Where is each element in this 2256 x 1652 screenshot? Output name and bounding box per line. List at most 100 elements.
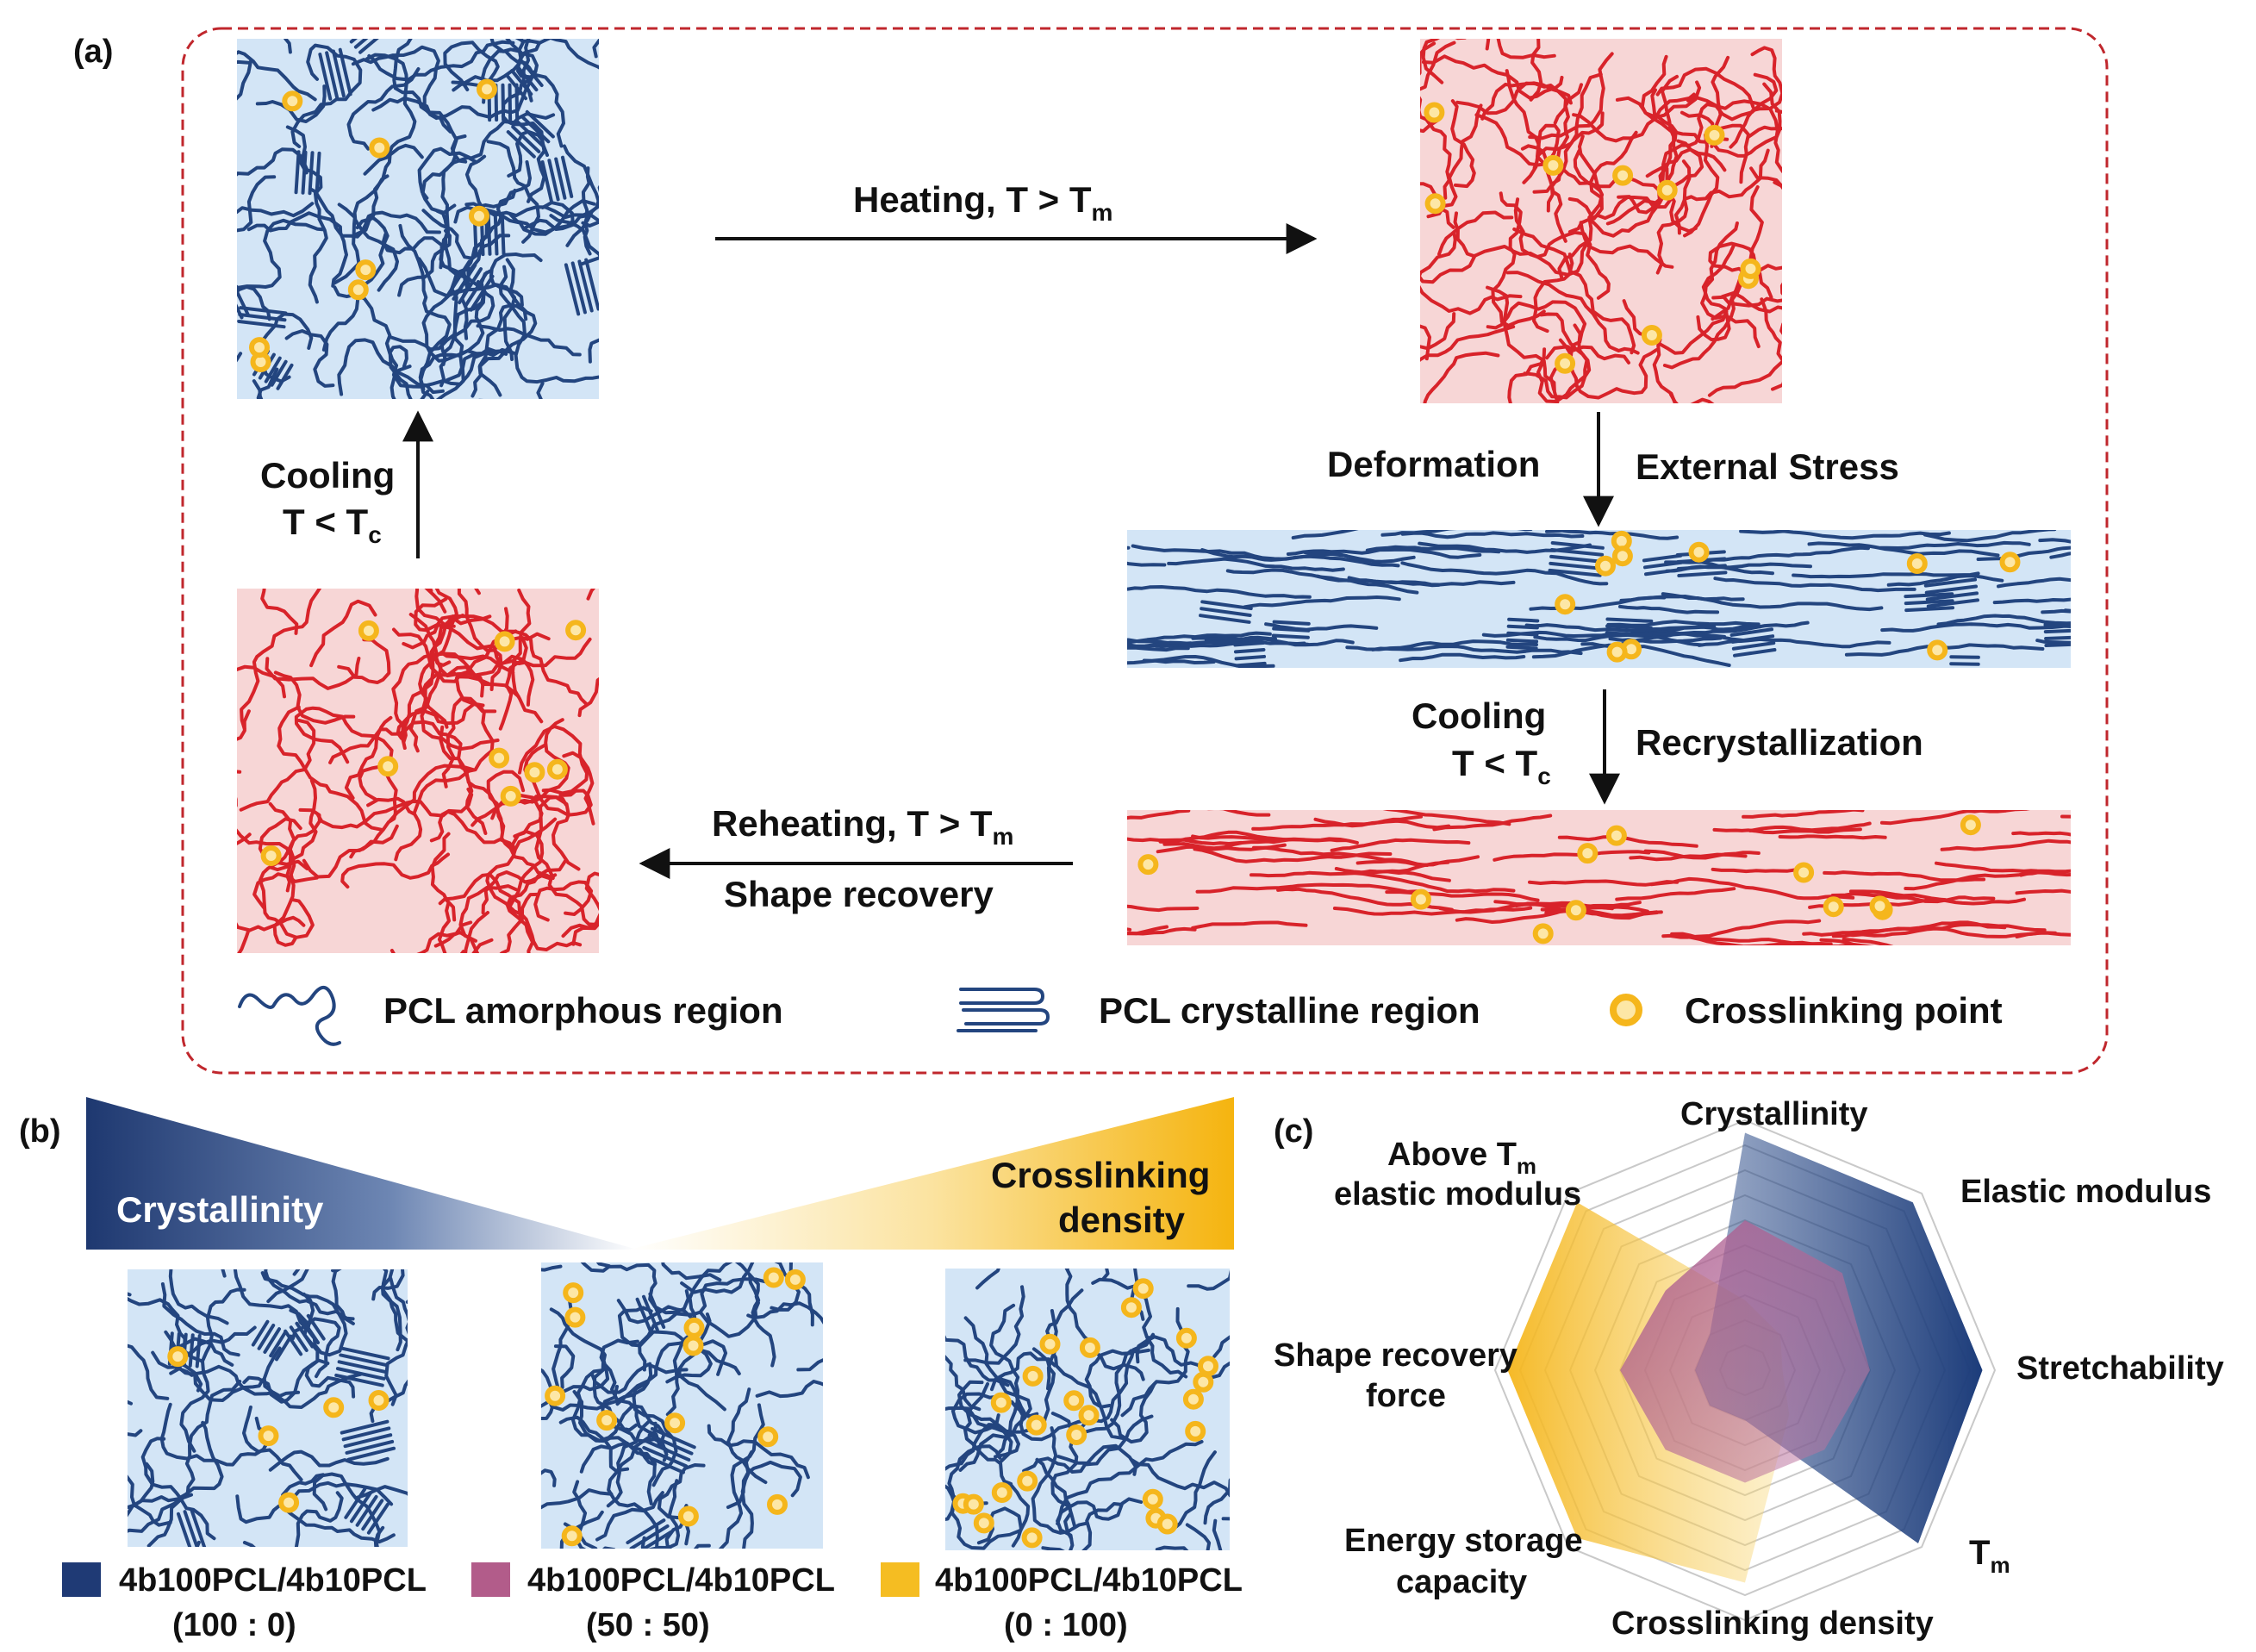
polymer-chain — [1091, 1277, 1188, 1379]
crosslink-point — [1960, 814, 1981, 836]
crosslink-point — [249, 337, 270, 358]
polymer-chain — [1696, 242, 1736, 342]
polymer-chain — [1819, 938, 1874, 945]
polymer-chain — [1697, 637, 1891, 649]
polymer-chain — [588, 338, 599, 364]
sample-50-50-ratio: (50 : 50) — [586, 1607, 710, 1643]
polymer-chain — [1507, 347, 1547, 403]
polymer-chain — [237, 796, 293, 893]
crosslink-point — [784, 1269, 806, 1290]
polymer-chain — [1936, 614, 2071, 627]
polymer-chain — [1056, 1439, 1204, 1525]
polymer-chain — [367, 40, 515, 82]
cooling-right-line2: T < Tc — [1452, 743, 1551, 789]
polymer-chain — [438, 872, 523, 924]
polymer-chain — [1935, 861, 2071, 874]
polymer-chain — [1221, 1517, 1230, 1521]
polymer-chain — [2019, 870, 2071, 877]
crosslink-point — [1175, 1327, 1197, 1349]
polymer-chain — [1615, 887, 1736, 901]
polymer-chain — [160, 1282, 240, 1357]
polymer-chain — [431, 614, 492, 667]
polymer-chain — [1992, 597, 2071, 605]
crosslink-point — [469, 205, 489, 227]
crosslink-point — [1595, 555, 1616, 577]
crosslink-point — [1542, 154, 1564, 176]
axis-energy-storage-line2: capacity — [1396, 1564, 1527, 1600]
polymer-chain — [337, 338, 445, 396]
polymer-chain — [1421, 39, 1467, 84]
micro-b-100-0 — [128, 1269, 408, 1547]
polymer-chain — [256, 367, 279, 399]
polymer-chain — [755, 1380, 823, 1399]
polymer-chain — [647, 1479, 681, 1549]
polymer-chain — [1400, 531, 1585, 539]
crosslink-point — [1079, 1337, 1100, 1358]
polymer-chain — [1399, 652, 1526, 663]
polymer-chain — [590, 1362, 689, 1394]
crosslink-point — [677, 1506, 699, 1527]
polymer-chain — [726, 1460, 802, 1509]
polymer-chain — [518, 725, 589, 795]
polymer-chain — [963, 1316, 1047, 1422]
polymer-chain — [235, 1481, 394, 1524]
lamella-stack — [564, 258, 599, 316]
polymer-chain — [1536, 323, 1592, 403]
polymer-chain — [577, 589, 599, 718]
polymer-chain — [294, 706, 394, 773]
polymer-chain — [474, 589, 481, 595]
polymer-chain — [507, 129, 546, 203]
polymer-chain — [572, 1390, 657, 1506]
deformation-label: Deformation — [1327, 444, 1540, 484]
shape-recovery-label: Shape recovery — [724, 874, 994, 914]
polymer-chain — [1418, 541, 1592, 554]
polymer-chain — [1844, 643, 2045, 657]
polymer-chain — [1523, 312, 1589, 400]
polymer-chain — [2063, 608, 2071, 613]
polymer-chain — [309, 599, 377, 668]
crosslink-point — [347, 279, 369, 301]
polymer-chain — [1195, 882, 1427, 895]
panel-b-label: (b) — [19, 1113, 61, 1150]
polymer-chain — [414, 589, 456, 628]
polymer-chain — [1680, 82, 1782, 158]
polymer-chain — [489, 39, 542, 53]
polymer-chain — [337, 638, 391, 684]
polymer-chain — [1127, 925, 1169, 936]
crosslink-point — [1611, 545, 1633, 567]
polymer-chain — [237, 202, 315, 218]
polymer-chain — [390, 280, 487, 352]
crosslink-point — [1039, 1333, 1061, 1355]
polymer-chain — [1652, 338, 1715, 403]
crosslink-point — [1555, 352, 1576, 374]
crosslink-point — [358, 620, 379, 641]
axis-energy-storage-line1: Energy storage — [1344, 1523, 1583, 1559]
polymer-chain — [1035, 1457, 1074, 1541]
polymer-chain — [366, 796, 423, 862]
polymer-chain — [128, 1420, 224, 1510]
polymer-chain — [384, 1276, 408, 1406]
polymer-chain — [1130, 1269, 1145, 1321]
crosslink-point — [524, 762, 545, 783]
polymer-chain — [1343, 871, 1516, 894]
polymer-chain — [471, 303, 528, 398]
crosslink-point — [377, 756, 399, 777]
polymer-chain — [1618, 604, 1720, 614]
polymer-chain — [1421, 54, 1564, 100]
polymer-chain — [246, 211, 348, 288]
polymer-chain — [489, 252, 543, 307]
polymer-chain — [746, 1301, 823, 1372]
polymer-chain — [494, 895, 583, 951]
swatch-0-100 — [881, 1562, 919, 1597]
lamella-stack — [446, 259, 495, 312]
crosslink-legend-icon — [1610, 994, 1642, 1026]
polymer-chain — [541, 1488, 614, 1510]
polymer-chain — [1371, 645, 1583, 656]
polymer-chain — [1545, 530, 1680, 540]
polymer-chain — [581, 166, 592, 256]
polymer-chain — [237, 284, 271, 321]
crosslink-point — [1606, 641, 1628, 663]
reheating-label: Reheating, T > Tm — [712, 803, 1013, 850]
polymer-chain — [388, 345, 508, 389]
